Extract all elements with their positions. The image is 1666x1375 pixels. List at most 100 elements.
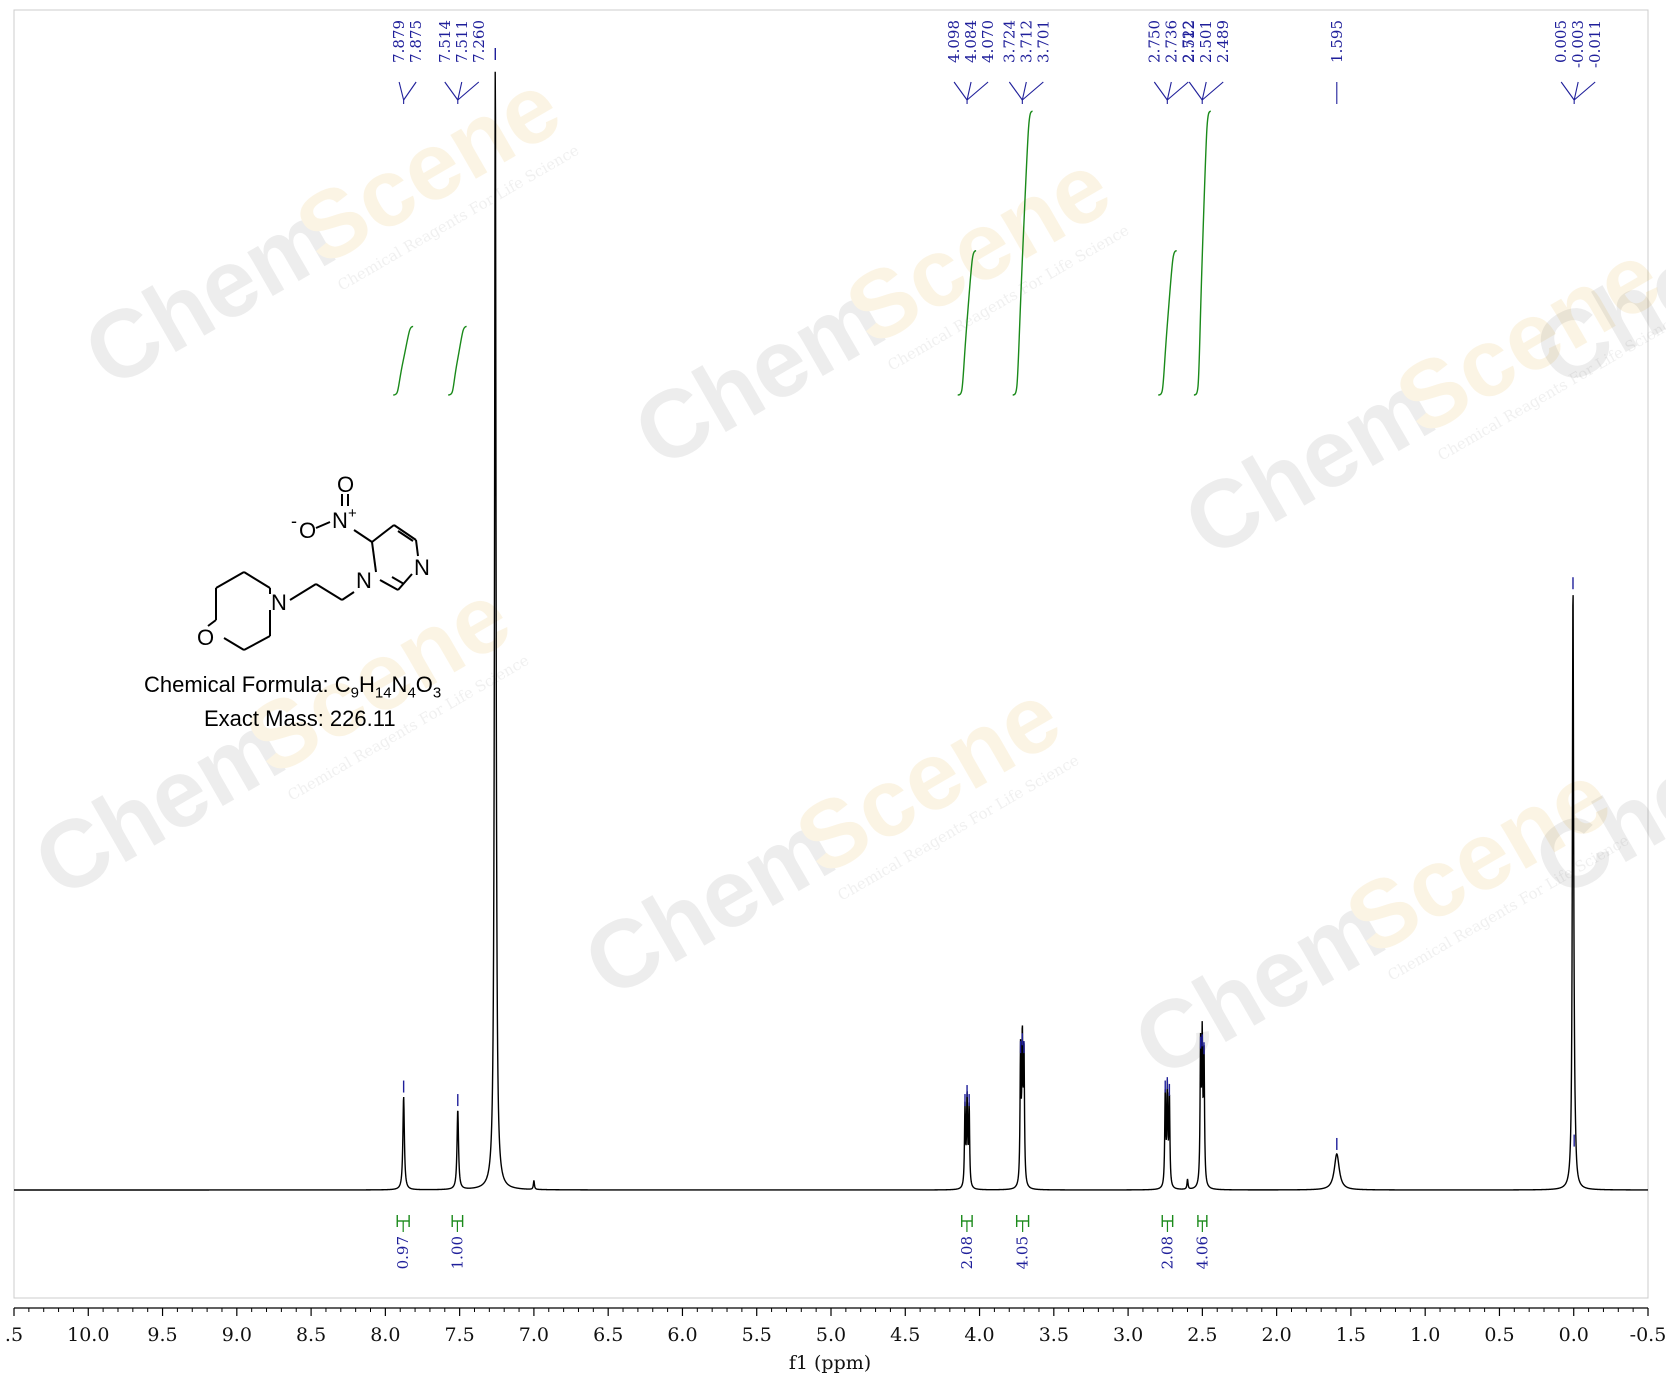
integral-curve (448, 325, 467, 396)
chemical-structure (207, 494, 419, 651)
x-tick-label: .5 (5, 1324, 23, 1346)
x-tick-label: 8.0 (370, 1324, 400, 1346)
atom-o-left: O (299, 518, 316, 543)
peak-label: 2.722 (1179, 20, 1197, 63)
formula-subscript: 4 (407, 684, 416, 702)
x-tick-label: 5.5 (742, 1324, 772, 1346)
peak-label: 7.514 (436, 20, 454, 63)
peak-label: -0.011 (1586, 20, 1604, 68)
x-tick-label: 2.0 (1262, 1324, 1292, 1346)
atom-n-ring3: N (414, 555, 430, 580)
peak-label-connector (1201, 81, 1207, 101)
integral-value: 2.08 (1158, 1236, 1176, 1269)
integral-curve (1193, 110, 1211, 396)
formula-element: C (334, 672, 351, 697)
peak-label: 3.701 (1034, 20, 1052, 63)
x-axis-title: f1 (ppm) (789, 1352, 871, 1374)
integral-mark: 2.08 (1158, 1215, 1176, 1269)
integral-mark: 0.97 (394, 1215, 412, 1269)
integral-value: 2.08 (958, 1236, 976, 1269)
x-tick-label: 8.5 (296, 1324, 326, 1346)
atom-n-morpholine: N (271, 590, 287, 615)
integral-curve (393, 325, 414, 396)
x-tick-label: 6.5 (593, 1324, 623, 1346)
peak-label-connector (953, 81, 968, 101)
structure-atom-labels: O N + - O N N N O (197, 472, 430, 650)
peak-label: 7.879 (390, 20, 408, 63)
integral-curve (1158, 250, 1177, 396)
x-tick-label: 4.5 (890, 1324, 920, 1346)
peak-label-connector (403, 81, 417, 101)
integral-value: 0.97 (394, 1236, 412, 1269)
peak-label: 7.875 (407, 20, 425, 63)
peak-label: 0.005 (1552, 20, 1570, 63)
peak-label-connector (1201, 81, 1224, 101)
x-tick-label: -0.5 (1630, 1324, 1666, 1346)
formula-element: N (391, 672, 408, 697)
peak-label-connector (457, 81, 463, 101)
peak-markers (402, 48, 1575, 1150)
atom-n-ring1: N (356, 568, 372, 593)
peak-label: 2.489 (1214, 20, 1232, 63)
peak-label-group: 1.595 (1328, 20, 1346, 104)
peak-label: 3.724 (1000, 20, 1018, 63)
peak-label: 2.501 (1197, 20, 1215, 63)
formula-element: O (415, 672, 433, 697)
peak-label: 7.260 (470, 20, 488, 63)
peak-label-connector (398, 81, 405, 101)
integral-value: 1.00 (448, 1236, 466, 1269)
atom-plus: + (348, 505, 357, 522)
x-tick-label: 7.0 (519, 1324, 549, 1346)
spectrum-trace (14, 71, 1648, 1191)
peak-label: 2.750 (1145, 20, 1163, 63)
x-tick-label: 4.0 (964, 1324, 994, 1346)
x-tick-label: 0.0 (1559, 1324, 1589, 1346)
peak-label-connector (1166, 81, 1172, 101)
x-tick-label: 2.5 (1187, 1324, 1217, 1346)
peak-label-connector (1560, 81, 1575, 101)
formula-element: H (358, 672, 375, 697)
peak-label: 4.098 (945, 20, 963, 63)
peak-label: -0.003 (1569, 20, 1587, 68)
integral-curves (393, 110, 1211, 396)
peak-label-connector (1573, 81, 1579, 101)
peak-label: 4.070 (979, 20, 997, 63)
peak-label: 2.512 (1180, 20, 1198, 63)
atom-o-morpholine: O (197, 625, 214, 650)
integral-value: 4.05 (1014, 1236, 1032, 1269)
peak-label: 2.736 (1162, 20, 1180, 63)
peak-label-connector (966, 81, 989, 101)
peak-label-connector (1188, 81, 1203, 101)
formula-subscript: 3 (432, 684, 442, 702)
atom-n-nitro: N (332, 508, 348, 533)
peak-label-connector (1573, 81, 1596, 101)
x-tick-label: 9.5 (147, 1324, 177, 1346)
peak-label-connector (966, 81, 972, 101)
formula-subscript: 14 (374, 684, 392, 702)
integral-mark: 2.08 (958, 1215, 976, 1269)
x-tick-label: 3.0 (1113, 1324, 1143, 1346)
x-tick-label: 10.0 (67, 1324, 109, 1346)
x-tick-label: 5.0 (816, 1324, 846, 1346)
formula-label: Chemical Formula: (144, 672, 329, 697)
integral-curve (957, 250, 977, 396)
peak-label-connector (1021, 81, 1027, 101)
integral-value: 4.06 (1193, 1236, 1211, 1269)
integral-mark: 4.05 (1014, 1215, 1032, 1269)
peak-label-connector (1153, 81, 1168, 101)
integral-labels: 0.97 1.00 2.08 4.05 2.08 4.06 (394, 1215, 1211, 1269)
